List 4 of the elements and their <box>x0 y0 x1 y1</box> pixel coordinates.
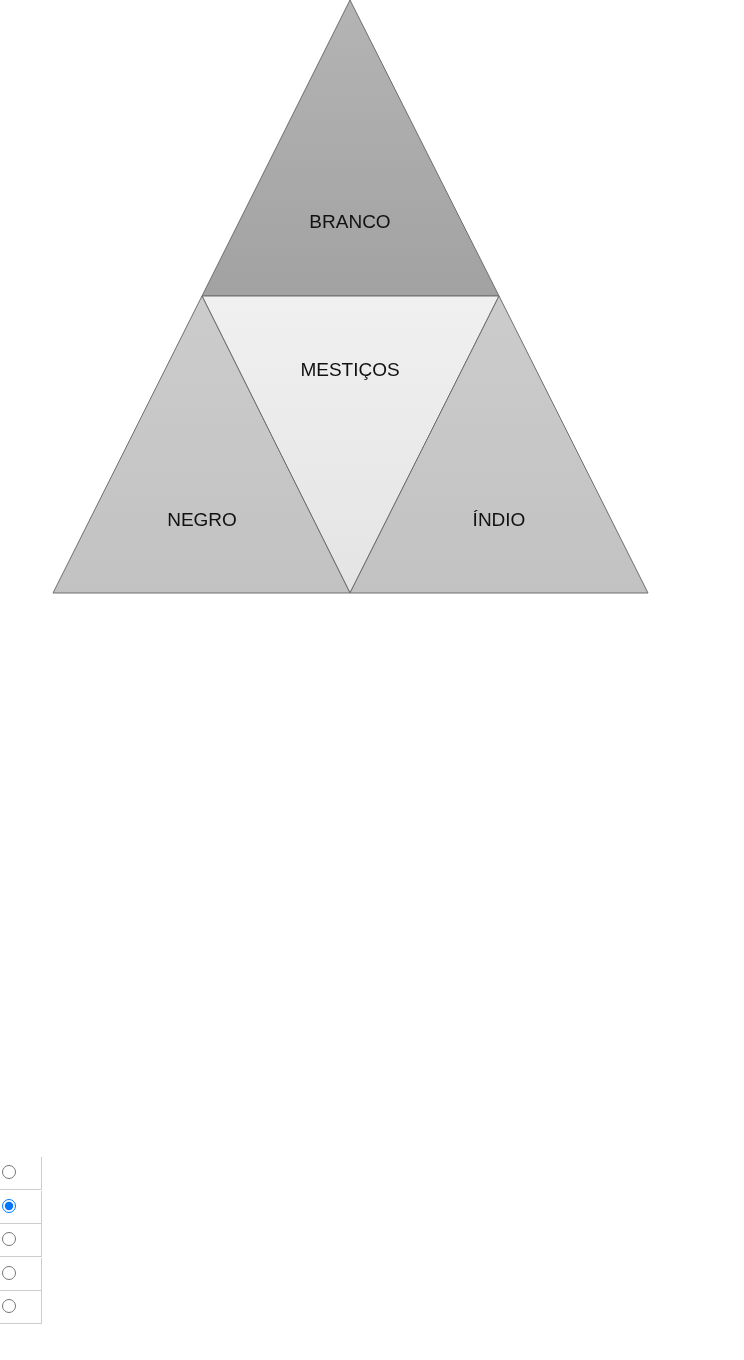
triangle-label: ÍNDIO <box>472 509 526 531</box>
triangle-label: NEGRO <box>167 509 237 531</box>
triangle-label: BRANCO <box>309 211 391 233</box>
triangle-label: MESTIÇOS <box>300 359 400 381</box>
